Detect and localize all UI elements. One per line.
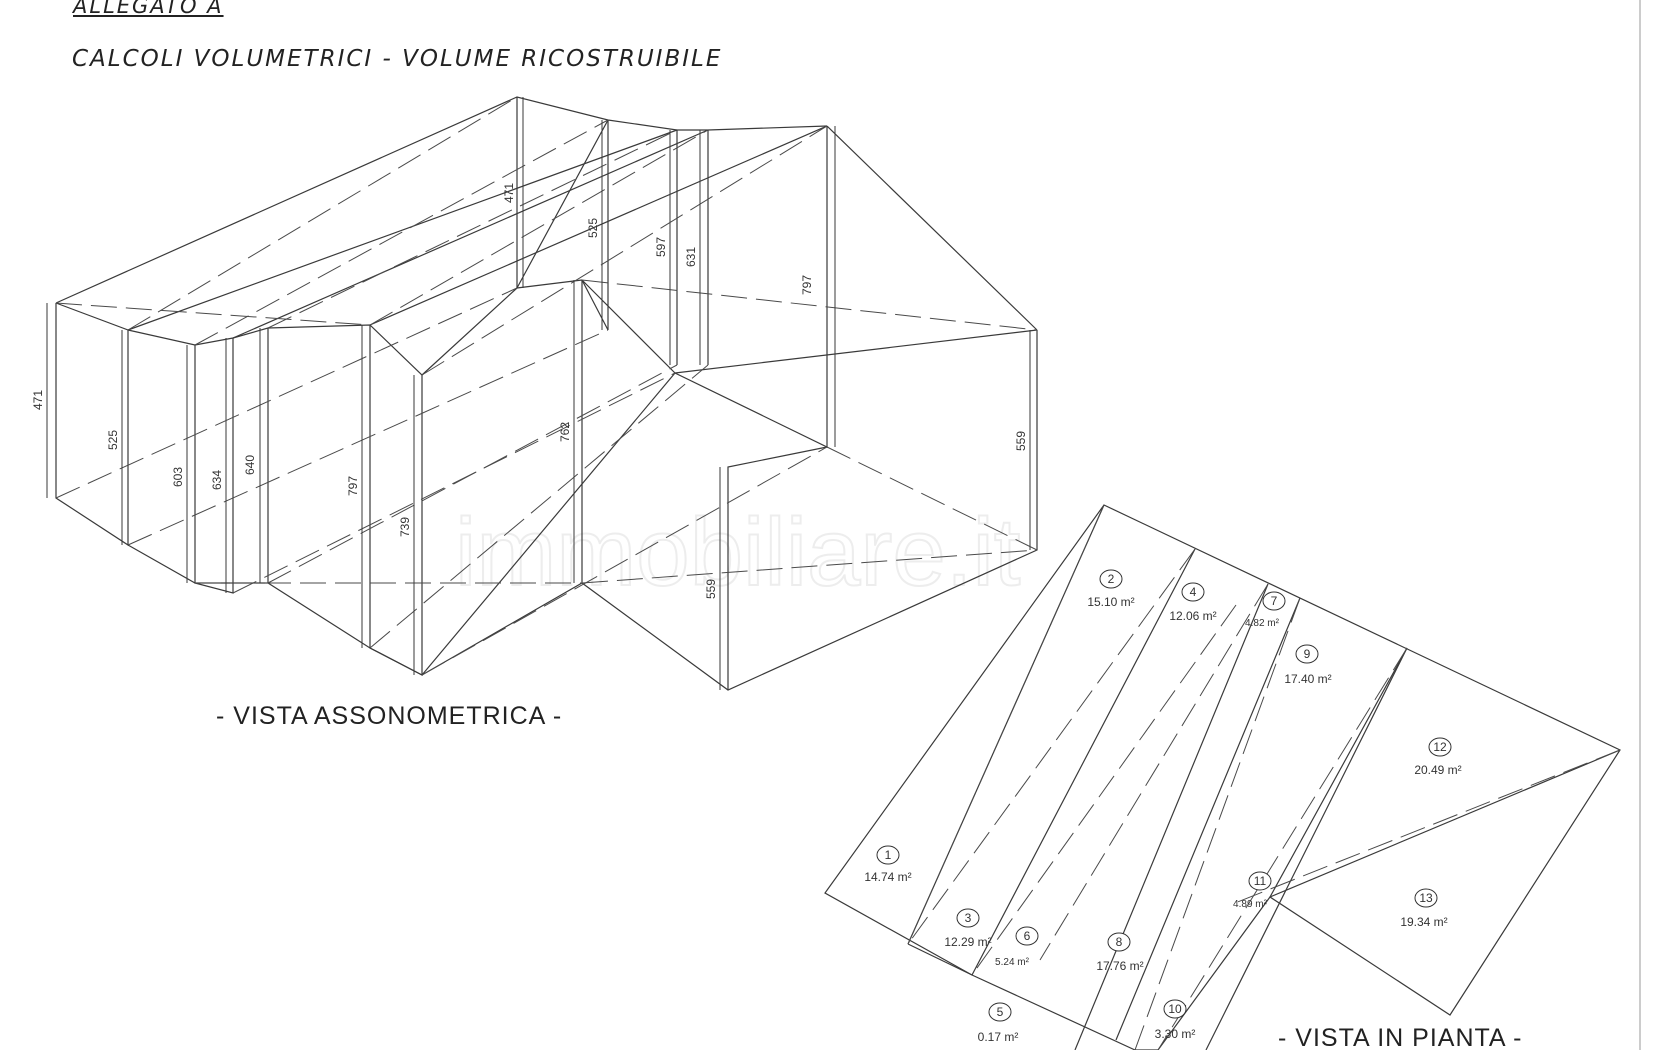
area-label-9: 9 17.40 m² <box>1284 644 1332 686</box>
svg-text:1: 1 <box>885 848 892 862</box>
svg-text:19.34 m²: 19.34 m² <box>1400 915 1447 929</box>
svg-text:12.06 m²: 12.06 m² <box>1169 609 1216 623</box>
svg-text:3.30 m²: 3.30 m² <box>1155 1027 1196 1041</box>
plan-divider <box>1074 583 1269 1050</box>
watermark: immobiliare.it <box>455 499 1020 606</box>
plan-caption: - VISTA IN PIANTA - <box>1278 1024 1523 1052</box>
svg-text:6: 6 <box>1024 929 1031 943</box>
plan-divider <box>1269 647 1408 898</box>
dim-label: 762 <box>558 422 572 442</box>
svg-text:9: 9 <box>1304 647 1311 661</box>
svg-text:13: 13 <box>1419 891 1433 905</box>
area-label-10: 10 3.30 m² <box>1155 999 1196 1041</box>
plan-triangulation <box>907 504 1621 1050</box>
iso-inner-top <box>674 329 1038 374</box>
svg-text:4.82 m²: 4.82 m² <box>1245 618 1280 629</box>
dim-label: 634 <box>210 470 224 490</box>
plan-outline <box>824 504 1621 1050</box>
iso-roof-back-edge <box>55 96 828 304</box>
iso-top-link-2 <box>232 129 709 339</box>
svg-text:10: 10 <box>1168 1002 1182 1016</box>
dim-label: 471 <box>502 183 516 203</box>
dim-label: 597 <box>654 237 668 257</box>
iso-top-link-4 <box>516 119 609 289</box>
svg-text:4: 4 <box>1190 585 1197 599</box>
svg-text:14.74 m²: 14.74 m² <box>864 870 911 884</box>
iso-front-diag <box>421 372 676 676</box>
area-label-6: 6 5.24 m² <box>995 926 1039 968</box>
page-title: CALCOLI VOLUMETRICI - VOLUME RICOSTRUIBI… <box>72 46 723 72</box>
iso-dimension-lines <box>46 97 1031 690</box>
attachment-label: ALLEGATO A <box>73 0 224 18</box>
iso-triangulation <box>55 96 1038 676</box>
plan-divider <box>1269 749 1621 898</box>
svg-text:0.17 m²: 0.17 m² <box>978 1030 1019 1044</box>
area-label-7: 7 4.82 m² <box>1245 591 1286 629</box>
dim-label: 559 <box>1014 431 1028 451</box>
dim-label: 471 <box>31 390 45 410</box>
plan-divider <box>971 548 1196 976</box>
dim-label: 640 <box>243 455 257 475</box>
area-label-5: 5 0.17 m² <box>978 1002 1019 1044</box>
svg-text:12: 12 <box>1433 740 1447 754</box>
svg-text:17.76 m²: 17.76 m² <box>1096 959 1143 973</box>
dim-label: 559 <box>704 579 718 599</box>
plan-divider <box>1115 597 1301 1041</box>
dim-label: 525 <box>106 430 120 450</box>
area-label-2: 2 15.10 m² <box>1087 569 1135 609</box>
plan-view: 1 14.74 m² 2 15.10 m² 3 12.29 m² 4 12.06… <box>824 504 1621 1050</box>
dim-label: 797 <box>800 275 814 295</box>
iso-top-link-1 <box>127 129 678 331</box>
iso-right-gable-top <box>826 125 1038 331</box>
svg-text:5: 5 <box>997 1005 1004 1019</box>
area-label-1: 1 14.74 m² <box>864 845 912 884</box>
svg-text:3: 3 <box>965 911 972 925</box>
area-label-12: 12 20.49 m² <box>1414 737 1462 777</box>
axonometric-view: 471 471 525 525 597 631 797 797 603 634 … <box>31 96 1038 691</box>
dim-label: 631 <box>684 247 698 267</box>
axonometric-caption: - VISTA ASSONOMETRICA - <box>216 702 563 730</box>
svg-text:8: 8 <box>1116 935 1123 949</box>
svg-text:20.49 m²: 20.49 m² <box>1414 763 1461 777</box>
iso-step-1 <box>194 338 234 594</box>
area-label-11: 11 4.89 m² <box>1233 871 1272 910</box>
svg-text:11: 11 <box>1254 874 1267 888</box>
iso-dimension-labels: 471 471 525 525 597 631 797 797 603 634 … <box>31 183 1028 599</box>
svg-text:4.89 m²: 4.89 m² <box>1233 899 1268 910</box>
plan-divider <box>907 943 973 976</box>
iso-inner-ridge <box>581 126 828 448</box>
iso-inner-wall <box>727 446 828 690</box>
plan-divider <box>1205 647 1408 1050</box>
svg-text:2: 2 <box>1108 572 1115 586</box>
svg-text:5.24 m²: 5.24 m² <box>995 957 1030 968</box>
svg-text:17.40 m²: 17.40 m² <box>1284 672 1331 686</box>
dim-label: 603 <box>171 467 185 487</box>
iso-roof-front-edge <box>127 279 583 376</box>
svg-text:7: 7 <box>1271 594 1278 608</box>
iso-top-link-5 <box>581 279 609 331</box>
iso-left-face <box>55 302 129 547</box>
area-label-13: 13 19.34 m² <box>1400 888 1448 929</box>
svg-text:15.10 m²: 15.10 m² <box>1087 595 1134 609</box>
svg-text:12.29 m²: 12.29 m² <box>944 935 991 949</box>
area-label-4: 4 12.06 m² <box>1169 582 1217 623</box>
dim-label: 525 <box>586 218 600 238</box>
area-label-8: 8 17.76 m² <box>1096 932 1144 973</box>
dim-label: 739 <box>398 517 412 537</box>
area-label-3: 3 12.29 m² <box>944 908 992 949</box>
dim-label: 797 <box>346 476 360 496</box>
iso-top-link-3 <box>369 125 828 326</box>
